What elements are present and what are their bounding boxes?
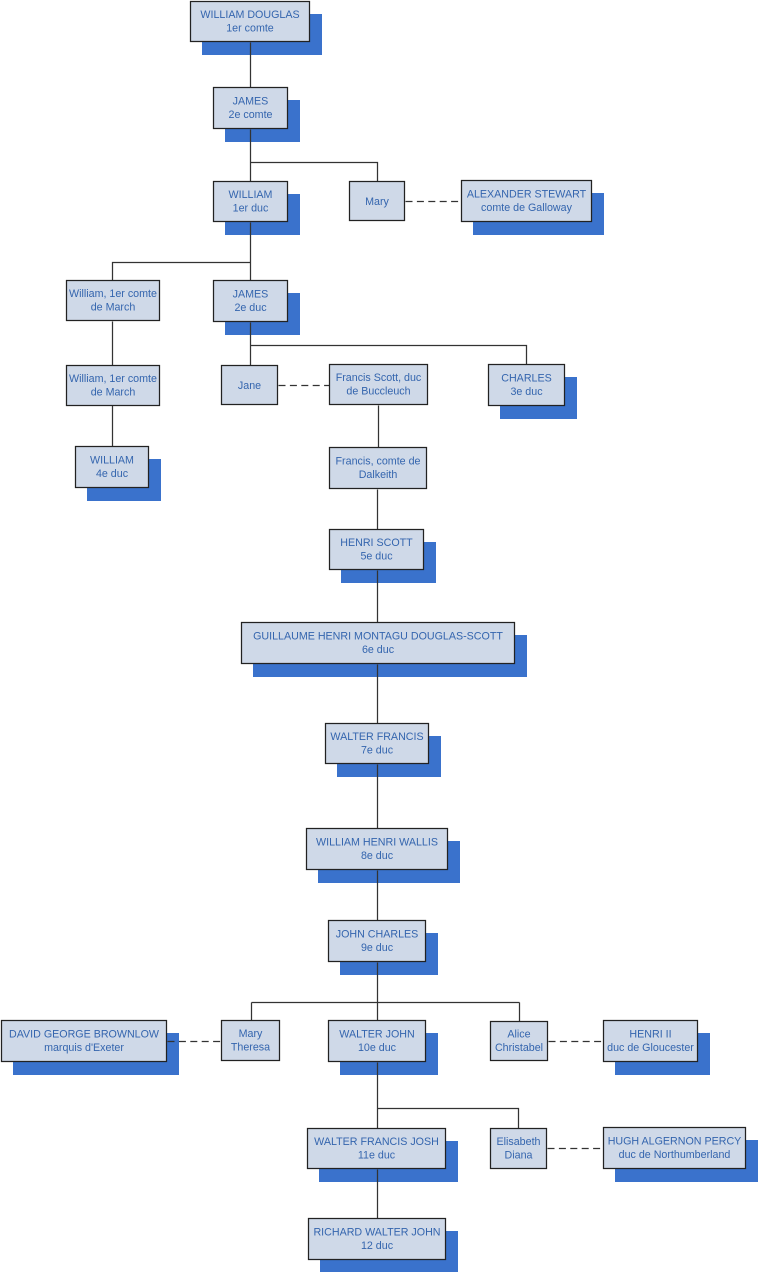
svg-text:Dalkeith: Dalkeith [359,469,398,481]
svg-text:ALEXANDER STEWART: ALEXANDER STEWART [467,189,587,201]
svg-text:WILLIAM: WILLIAM [90,455,134,467]
svg-text:1er duc: 1er duc [233,203,269,215]
svg-text:duc de Gloucester: duc de Gloucester [607,1042,694,1054]
svg-text:DAVID GEORGE BROWNLOW: DAVID GEORGE BROWNLOW [9,1029,160,1041]
svg-text:Francis, comte de: Francis, comte de [336,456,421,468]
svg-text:Diana: Diana [505,1150,533,1162]
svg-text:Theresa: Theresa [231,1042,270,1054]
svg-text:HENRI SCOTT: HENRI SCOTT [340,537,413,549]
svg-text:Francis Scott, duc: Francis Scott, duc [336,372,422,384]
svg-text:Christabel: Christabel [495,1042,543,1054]
svg-text:marquis d'Exeter: marquis d'Exeter [44,1042,124,1054]
svg-text:de March: de March [91,302,136,314]
svg-text:JAMES: JAMES [233,96,269,108]
svg-text:HENRI II: HENRI II [629,1029,671,1041]
svg-text:9e duc: 9e duc [361,942,394,954]
svg-text:HUGH ALGERNON PERCY: HUGH ALGERNON PERCY [608,1136,742,1148]
svg-text:12 duc: 12 duc [361,1240,394,1252]
svg-text:GUILLAUME HENRI MONTAGU DOUGLA: GUILLAUME HENRI MONTAGU DOUGLAS-SCOTT [253,631,503,643]
svg-text:1er comte: 1er comte [226,23,274,35]
svg-text:WILLIAM DOUGLAS: WILLIAM DOUGLAS [200,9,299,21]
svg-text:2e comte: 2e comte [229,109,273,121]
svg-text:CHARLES: CHARLES [501,373,551,385]
svg-text:Mary: Mary [365,196,389,208]
svg-text:3e duc: 3e duc [510,386,543,398]
svg-text:Mary: Mary [239,1028,263,1040]
svg-text:RICHARD WALTER JOHN: RICHARD WALTER JOHN [313,1227,440,1239]
svg-text:WILLIAM: WILLIAM [229,189,273,201]
svg-text:duc de Northumberland: duc de Northumberland [619,1149,731,1161]
svg-text:Elisabeth: Elisabeth [497,1136,541,1148]
svg-text:4e duc: 4e duc [96,468,129,480]
svg-text:2e duc: 2e duc [234,302,267,314]
svg-text:William, 1er comte: William, 1er comte [69,288,157,300]
svg-text:6e duc: 6e duc [362,644,395,656]
svg-text:Alice: Alice [507,1029,530,1041]
svg-text:WALTER FRANCIS JOSH: WALTER FRANCIS JOSH [314,1136,439,1148]
svg-text:de March: de March [91,387,136,399]
svg-text:JOHN CHARLES: JOHN CHARLES [336,929,419,941]
svg-text:de Buccleuch: de Buccleuch [346,386,410,398]
svg-text:comte de Galloway: comte de Galloway [481,202,573,214]
svg-text:5e duc: 5e duc [360,551,393,563]
svg-text:7e duc: 7e duc [361,745,394,757]
svg-text:William, 1er comte: William, 1er comte [69,373,157,385]
svg-text:JAMES: JAMES [233,289,269,301]
svg-text:WALTER FRANCIS: WALTER FRANCIS [330,731,423,743]
svg-text:10e duc: 10e duc [358,1042,397,1054]
svg-text:WALTER JOHN: WALTER JOHN [339,1029,414,1041]
svg-text:WILLIAM HENRI WALLIS: WILLIAM HENRI WALLIS [316,837,438,849]
svg-text:Jane: Jane [238,380,261,392]
svg-text:8e duc: 8e duc [361,850,394,862]
svg-text:11e duc: 11e duc [358,1150,396,1162]
